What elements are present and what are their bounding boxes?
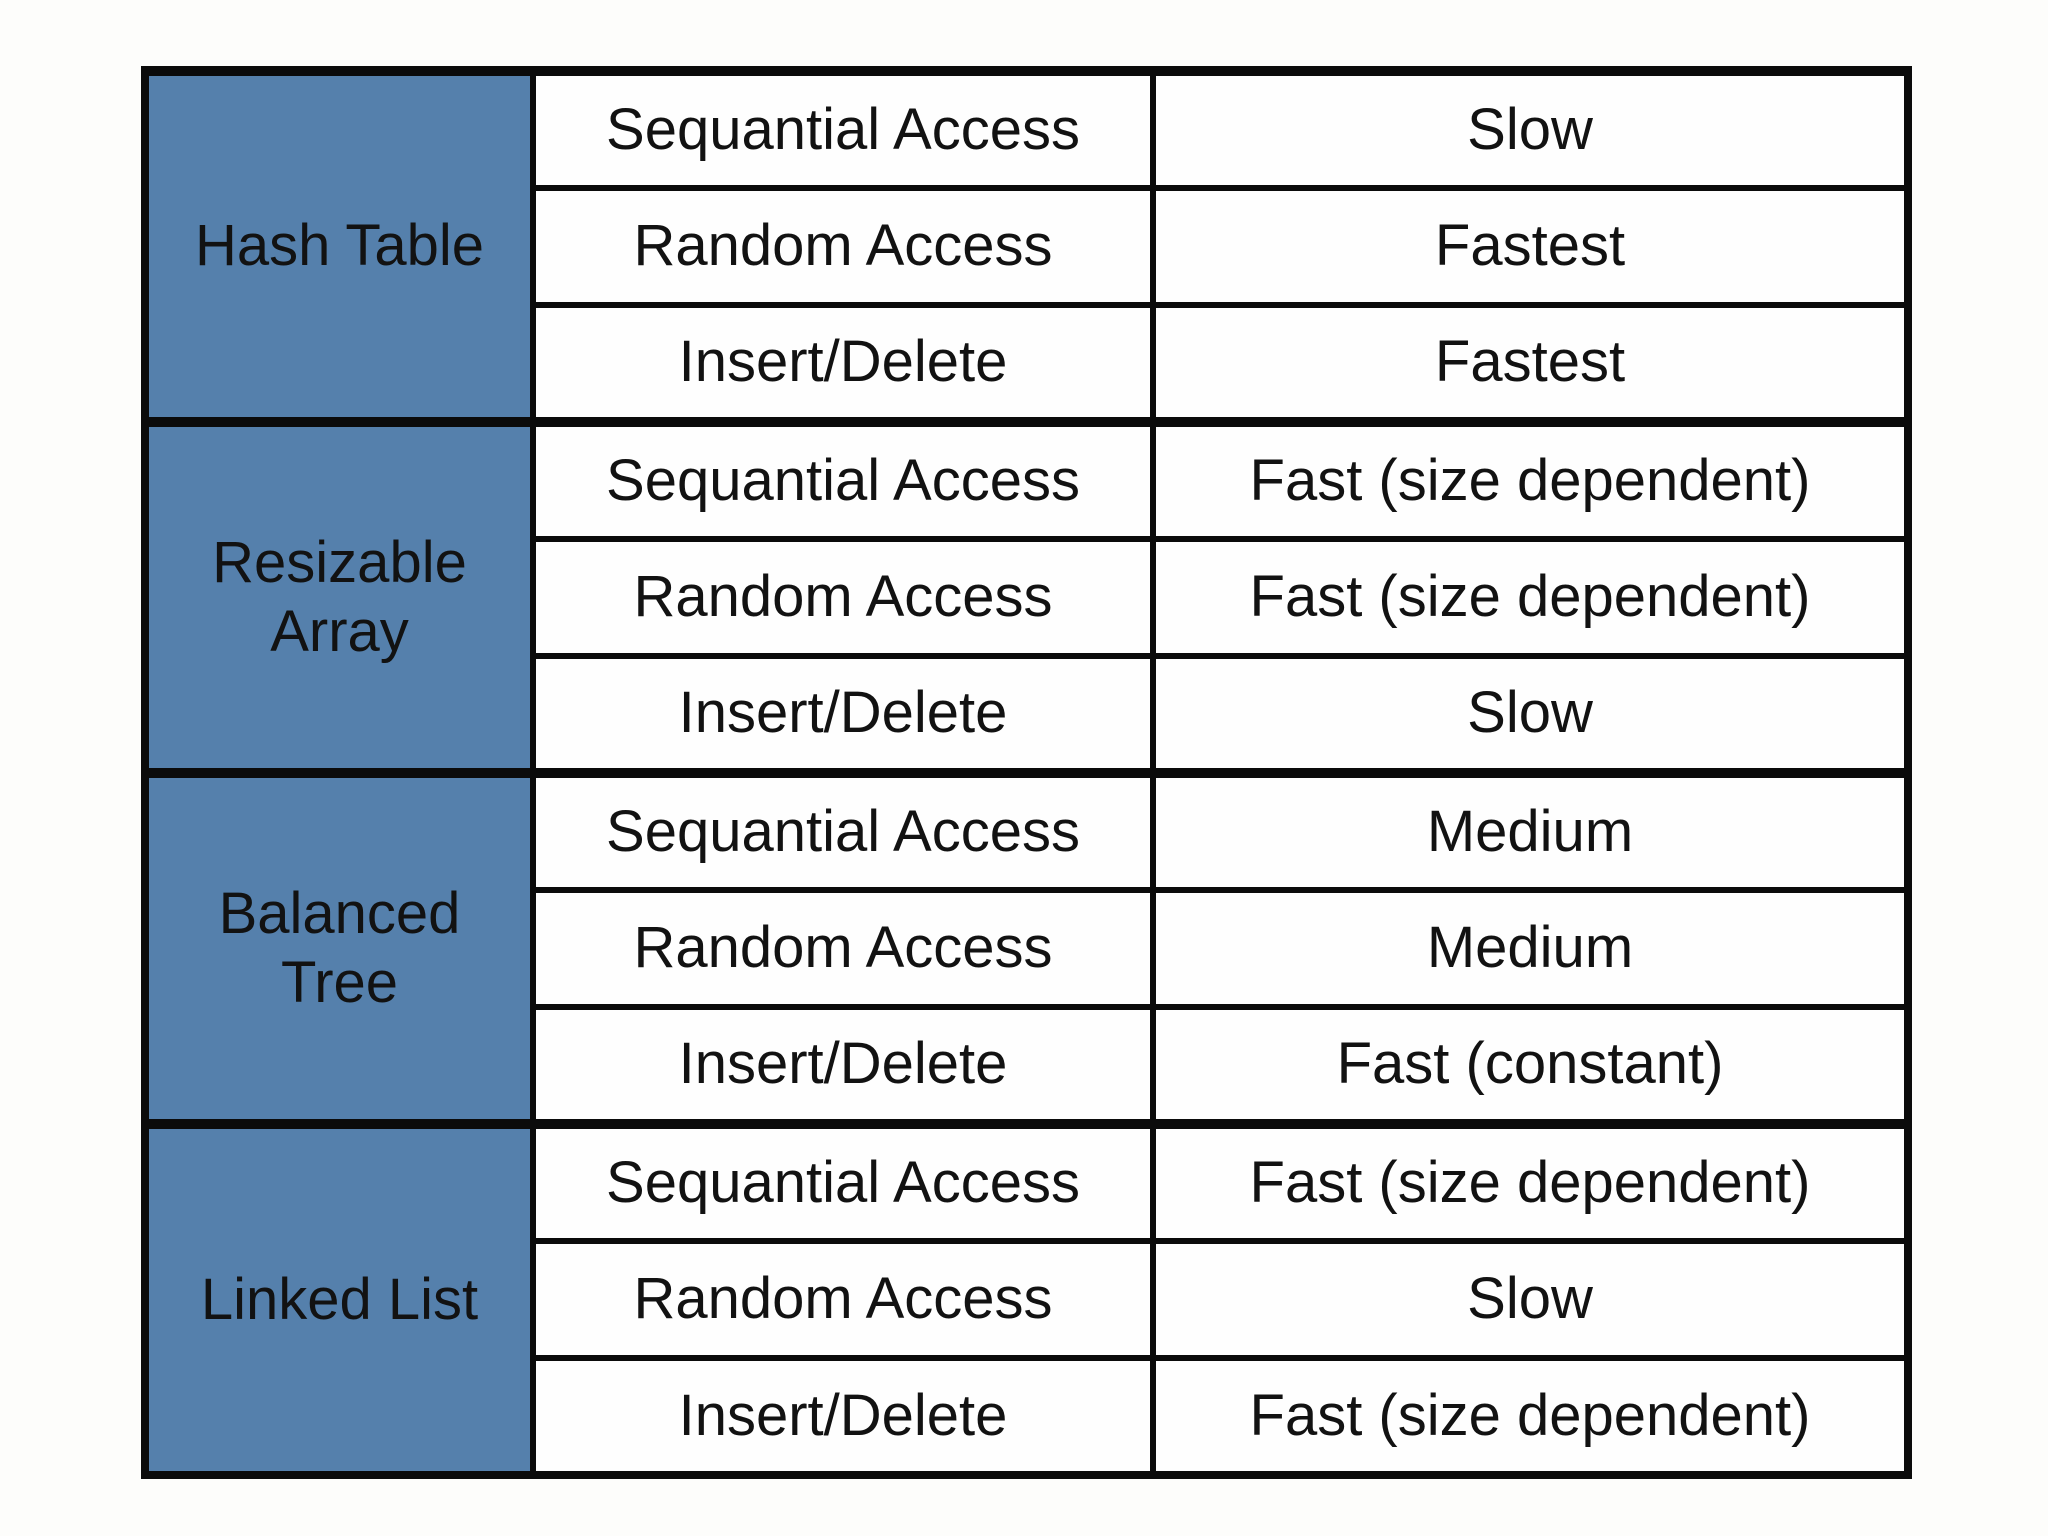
table-row: Random Access Fastest (145, 185, 1911, 308)
value-cell: Slow (1150, 653, 1911, 776)
operation-cell: Insert/Delete (530, 653, 1156, 776)
group-label-hash-table: Hash Table (142, 66, 536, 425)
operation-cell: Sequantial Access (530, 768, 1156, 893)
value-cell: Fast (size dependent) (1150, 1355, 1911, 1478)
data-structure-performance-table: Hash Table Sequantial Access Slow Random… (141, 66, 1912, 1479)
group-label-balanced-tree: Balanced Tree (142, 768, 536, 1127)
operation-cell: Insert/Delete (530, 302, 1156, 425)
table-row: Linked List Sequantial Access Fast (size… (142, 1119, 1911, 1478)
table-row: Insert/Delete Slow (145, 653, 1911, 776)
operation-cell: Sequantial Access (530, 417, 1156, 542)
table-row: Random Access Slow (145, 1238, 1911, 1361)
table-row: Insert/Delete Fast (constant) (145, 1004, 1911, 1127)
value-cell: Fast (size dependent) (1150, 536, 1911, 659)
value-cell: Slow (1150, 66, 1911, 191)
value-cell: Fastest (1150, 185, 1911, 308)
group-label-resizable-array: Resizable Array (142, 417, 536, 776)
value-cell: Slow (1150, 1238, 1911, 1361)
operation-cell: Sequantial Access (530, 66, 1156, 191)
table-row: Balanced Tree Sequantial Access Medium (142, 768, 1911, 1127)
operation-cell: Insert/Delete (530, 1004, 1156, 1127)
value-cell: Medium (1150, 887, 1911, 1010)
value-cell: Fast (size dependent) (1150, 417, 1911, 542)
table-row: Hash Table Sequantial Access Slow (142, 66, 1911, 425)
operation-cell: Insert/Delete (530, 1355, 1156, 1478)
operation-cell: Random Access (530, 185, 1156, 308)
value-cell: Fast (size dependent) (1150, 1119, 1911, 1244)
value-cell: Fast (constant) (1150, 1004, 1911, 1127)
table-row: Insert/Delete Fastest (145, 302, 1911, 425)
table-row: Insert/Delete Fast (size dependent) (145, 1355, 1911, 1478)
table-row: Random Access Fast (size dependent) (145, 536, 1911, 659)
table-row: Resizable Array Sequantial Access Fast (… (142, 417, 1911, 776)
group-label-linked-list: Linked List (142, 1119, 536, 1478)
operation-cell: Random Access (530, 1238, 1156, 1361)
operation-cell: Sequantial Access (530, 1119, 1156, 1244)
operation-cell: Random Access (530, 887, 1156, 1010)
value-cell: Medium (1150, 768, 1911, 893)
value-cell: Fastest (1150, 302, 1911, 425)
operation-cell: Random Access (530, 536, 1156, 659)
table-row: Random Access Medium (145, 887, 1911, 1010)
